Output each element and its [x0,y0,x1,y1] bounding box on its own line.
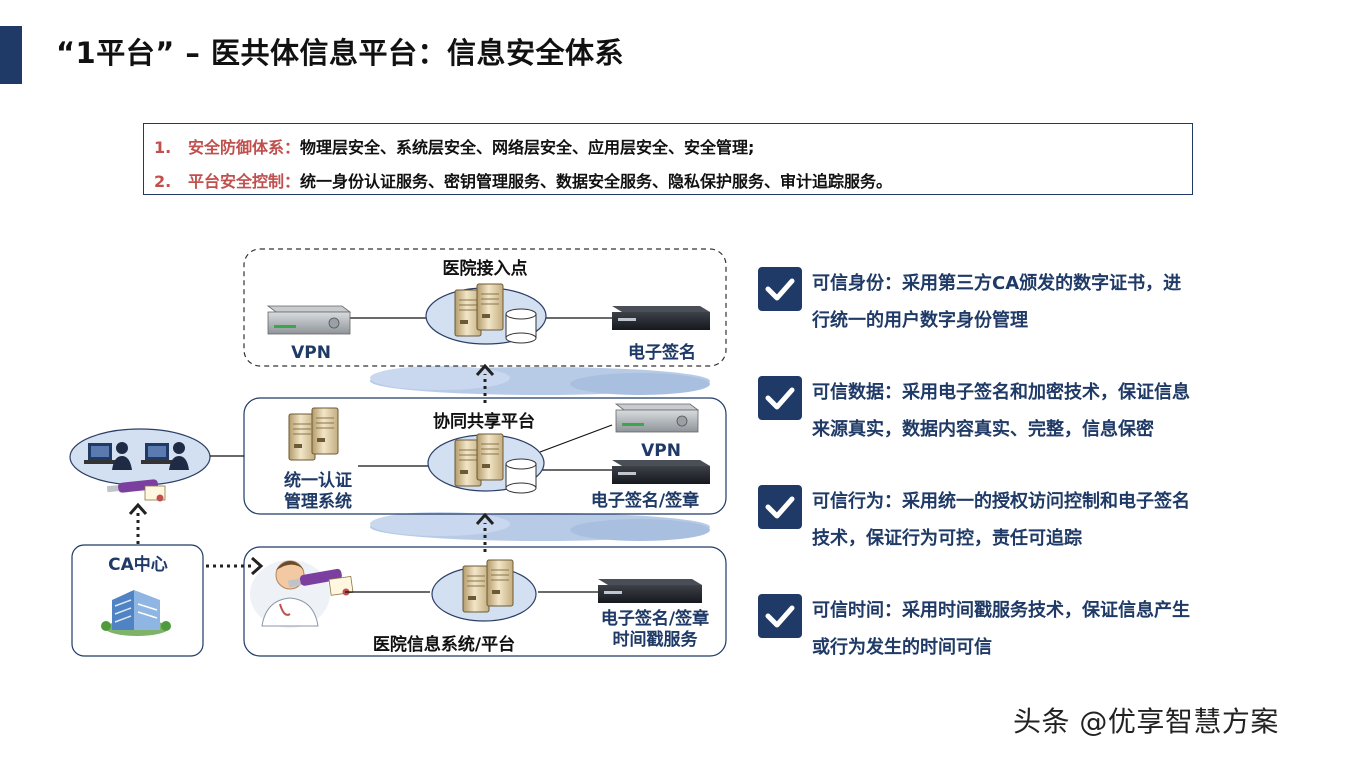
access-esign-label: 电子签名 [628,342,696,363]
network-cloud-upper [370,366,710,395]
building-icon [101,590,171,636]
server-icon [462,565,490,613]
feature-line: 可信时间：采用时间戳服务技术，保证信息产生 [812,600,1190,621]
feature-text: 可信数据：采用电子签名和加密技术，保证信息 来源真实，数据内容真实、完整，信息保… [812,374,1272,448]
watermark: 头条 @优享智慧方案 [1013,705,1279,738]
summary-item-2: 2. 平台安全控制：统一身份认证服务、密钥管理服务、数据安全服务、隐私保护服务、审… [154,168,892,192]
timestamp-service-label: 时间戳服务 [613,629,699,650]
doctor-icon [250,560,330,628]
summary-box: 1. 安全防御体系：物理层安全、系统层安全、网络层安全、应用层安全、安全管理; 2… [143,123,1193,195]
arrow-ca-to-users [128,502,148,544]
hospital-access-point-box [243,248,727,367]
server-icon [288,413,316,461]
feature-line: 可信数据：采用电子签名和加密技术，保证信息 [812,382,1190,403]
user-computer-icon [141,442,189,470]
ca-center-title: CA中心 [108,554,168,575]
signature-device-icon [612,460,710,484]
vpn-device-icon [614,403,700,433]
database-icon [505,458,537,494]
summary-item-1: 1. 安全防御体系：物理层安全、系统层安全、网络层安全、应用层安全、安全管理; [154,134,754,158]
signature-device-icon [598,579,702,603]
auth-system-label-2: 管理系统 [284,491,352,512]
feature-line: 来源真实，数据内容真实、完整，信息保密 [812,419,1154,440]
shared-vpn-label: VPN [641,441,681,461]
summary-key: 安全防御体系： [188,138,301,157]
network-cloud-lower [370,512,710,541]
feature-text: 可信身份：采用第三方CA颁发的数字证书，进 行统一的用户数字身份管理 [812,265,1272,339]
feature-text: 可信行为：采用统一的授权访问控制和电子签名 技术，保证行为可控，责任可追踪 [812,483,1272,557]
arrow-platform-to-access [475,363,495,403]
link-line [539,424,613,453]
feature-line: 可信身份：采用第三方CA颁发的数字证书，进 [812,273,1182,294]
shared-platform-title: 协同共享平台 [433,411,535,432]
auth-system-label-1: 统一认证 [284,470,352,491]
summary-number: 2. [154,172,172,191]
check-icon [758,267,802,311]
check-icon [758,594,802,638]
arrow-ca-to-hospital [206,556,264,576]
access-vpn-label: VPN [291,343,331,363]
certificate-icon [328,575,354,596]
summary-key: 平台安全控制： [188,172,301,191]
server-icon [311,407,339,455]
hospital-esign-label: 电子签名/签章 [601,608,709,629]
database-icon [505,308,537,344]
hospital-system-box [243,546,727,657]
title-accent-bar [0,26,22,84]
usb-key-icon [287,568,342,588]
hospital-system-title: 医院信息系统/平台 [373,634,515,655]
access-point-title: 医院接入点 [443,258,528,279]
server-icon [476,433,504,481]
feature-line: 或行为发生的时间可信 [812,637,992,658]
certificate-icon [144,485,166,502]
check-icon [758,485,802,529]
vpn-device-icon [266,305,352,335]
feature-line: 行统一的用户数字身份管理 [812,310,1028,331]
summary-number: 1. [154,138,172,157]
feature-line: 技术，保证行为可控，责任可追踪 [812,528,1082,549]
feature-text: 可信时间：采用时间戳服务技术，保证信息产生 或行为发生的时间可信 [812,592,1272,666]
signature-device-icon [612,306,710,330]
summary-text: 物理层安全、系统层安全、网络层安全、应用层安全、安全管理; [300,138,755,157]
server-icon [476,283,504,331]
user-computer-icon [84,442,132,470]
shared-esign-label: 电子签名/签章 [591,490,699,511]
feature-line: 可信行为：采用统一的授权访问控制和电子签名 [812,491,1190,512]
users-group [69,428,211,486]
server-icon [486,559,514,607]
check-icon [758,376,802,420]
page-title: “1平台” – 医共体信息平台：信息安全体系 [56,36,624,70]
arrow-hospital-to-platform [475,512,495,552]
summary-text: 统一身份认证服务、密钥管理服务、数据安全服务、隐私保护服务、审计追踪服务。 [300,172,893,191]
